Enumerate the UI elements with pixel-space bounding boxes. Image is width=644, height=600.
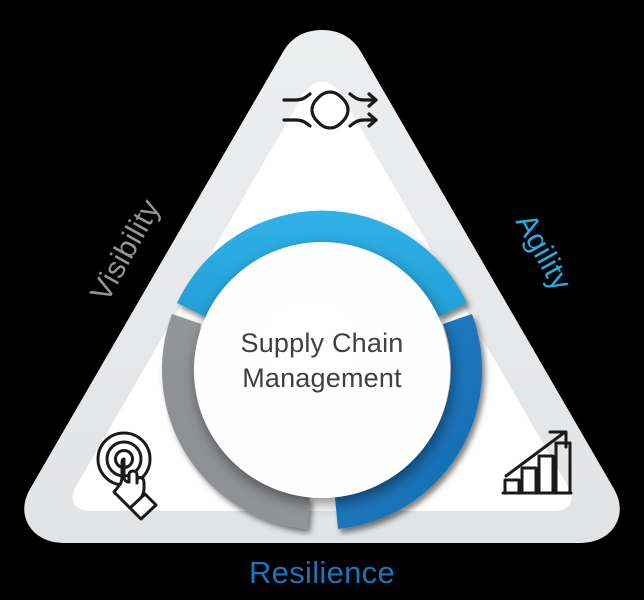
center-title-line-1: Supply Chain	[240, 328, 403, 358]
label-resilience: Resilience	[249, 555, 395, 590]
label-agility: Agility	[509, 208, 578, 296]
target-click-icon	[96, 431, 158, 521]
segment-ring	[161, 210, 483, 529]
arc-left-gray[interactable]	[161, 314, 310, 529]
arc-top-cyan[interactable]	[177, 210, 467, 317]
arc-right-blue[interactable]	[335, 314, 483, 529]
center-title-line-2: Management	[242, 363, 402, 393]
growth-chart-icon	[501, 430, 573, 495]
center-hub: Supply Chain Management	[194, 242, 450, 498]
flow-routing-icon	[282, 90, 378, 130]
center-circle	[194, 242, 450, 498]
